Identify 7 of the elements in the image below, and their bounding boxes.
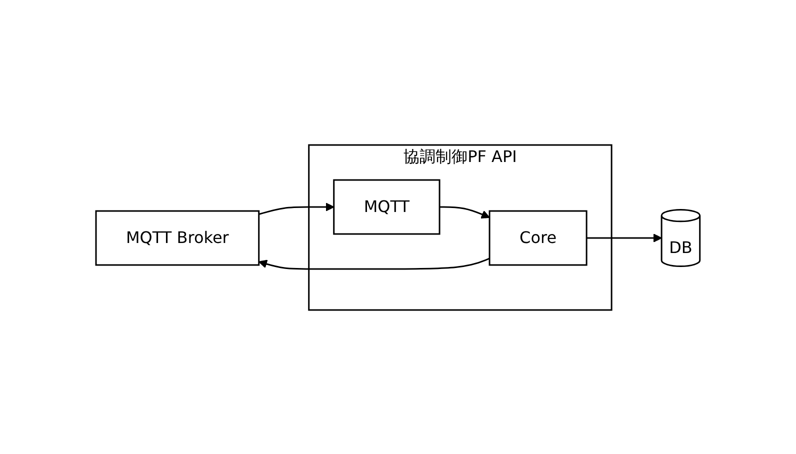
node-box: Core: [488, 210, 588, 266]
arrow: [440, 206, 490, 218]
node-box: MQTT Broker: [95, 210, 260, 266]
arrow: [258, 202, 334, 214]
arrow: [586, 233, 662, 242]
arrow: [258, 257, 490, 270]
node-box: MQTT: [333, 178, 440, 234]
